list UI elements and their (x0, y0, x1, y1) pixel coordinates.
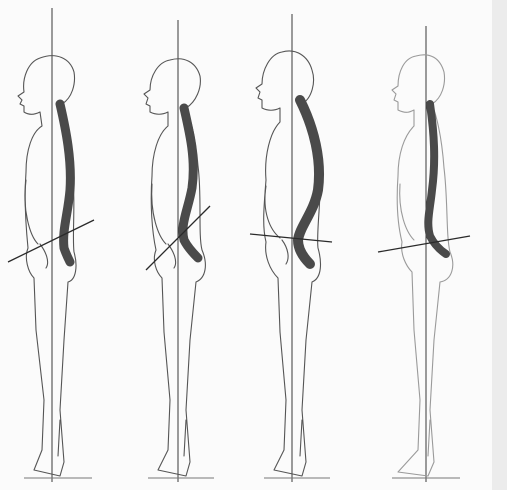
arm-outline-4 (400, 184, 414, 240)
hand-outline-1 (40, 244, 48, 268)
pelvic-tilt-line-4 (378, 236, 470, 252)
posture-panel-4 (378, 26, 470, 482)
spine-curve-4 (428, 104, 446, 254)
leg-inner-4 (428, 420, 430, 456)
leg-inner-2 (184, 420, 186, 456)
body-outline-4 (392, 55, 453, 476)
spine-curve-2 (183, 108, 198, 258)
posture-panel-3 (250, 14, 332, 482)
leg-inner-3 (300, 420, 302, 456)
posture-panel-2 (144, 20, 214, 482)
arm-outline-3 (265, 186, 280, 238)
scan-edge (492, 0, 507, 490)
hand-outline-3 (282, 240, 288, 264)
leg-inner-1 (58, 420, 60, 456)
pelvic-tilt-line-3 (250, 234, 332, 242)
posture-panel-1 (8, 8, 94, 482)
pelvic-tilt-line-1 (8, 220, 94, 262)
spine-curve-1 (60, 104, 70, 262)
